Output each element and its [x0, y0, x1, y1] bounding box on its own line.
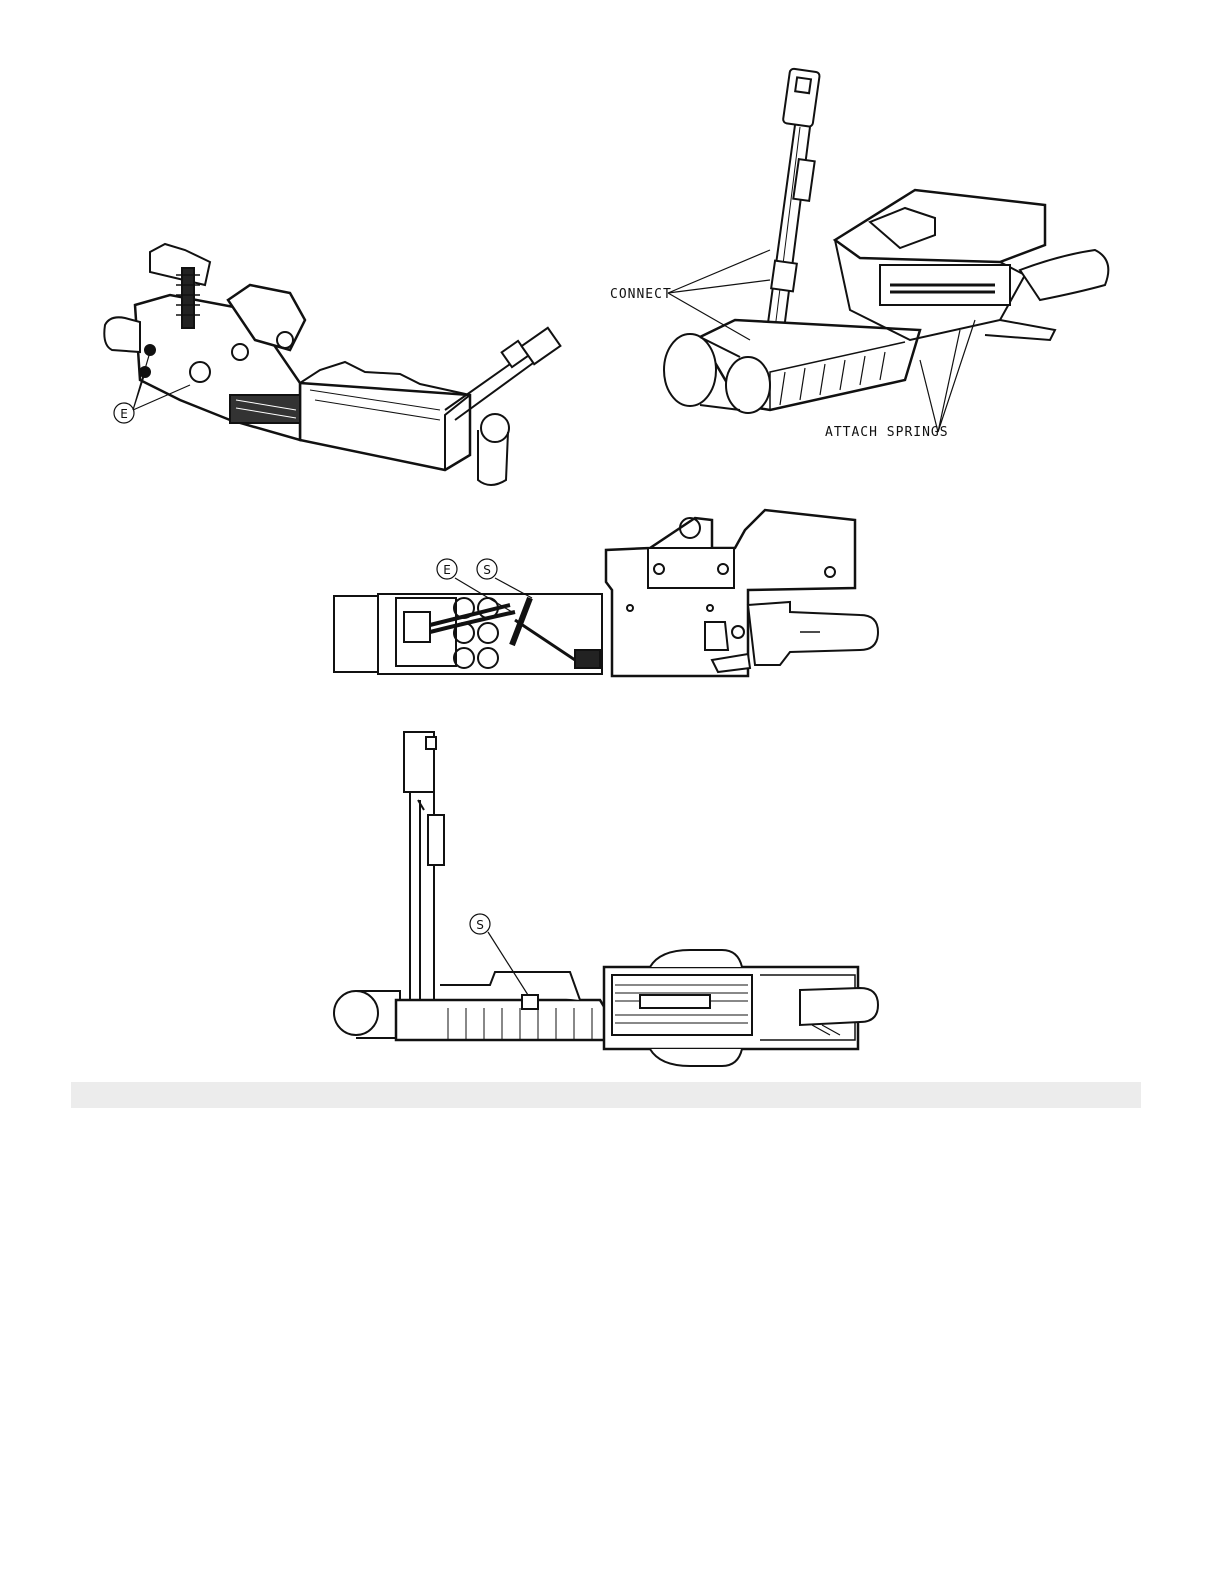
marker-s-middle: S: [477, 559, 497, 579]
view-isometric-left: [104, 244, 560, 485]
marker-s-bottom-label: S: [476, 918, 484, 932]
marker-e-middle-label: E: [443, 563, 451, 577]
view-top-bottom: [334, 732, 878, 1066]
marker-s-middle-label: S: [483, 563, 491, 577]
view-side-middle: [334, 510, 878, 676]
callout-connect: CONNECT: [610, 287, 672, 302]
callout-attach-springs: ATTACH SPRINGS: [825, 425, 949, 440]
view-isometric-right: [664, 68, 1108, 432]
marker-e-top: E: [114, 403, 134, 423]
footer-bar: [71, 1082, 1141, 1108]
marker-s-bottom: S: [470, 914, 490, 934]
marker-e-middle: E: [437, 559, 457, 579]
marker-e-top-label: E: [120, 407, 128, 421]
